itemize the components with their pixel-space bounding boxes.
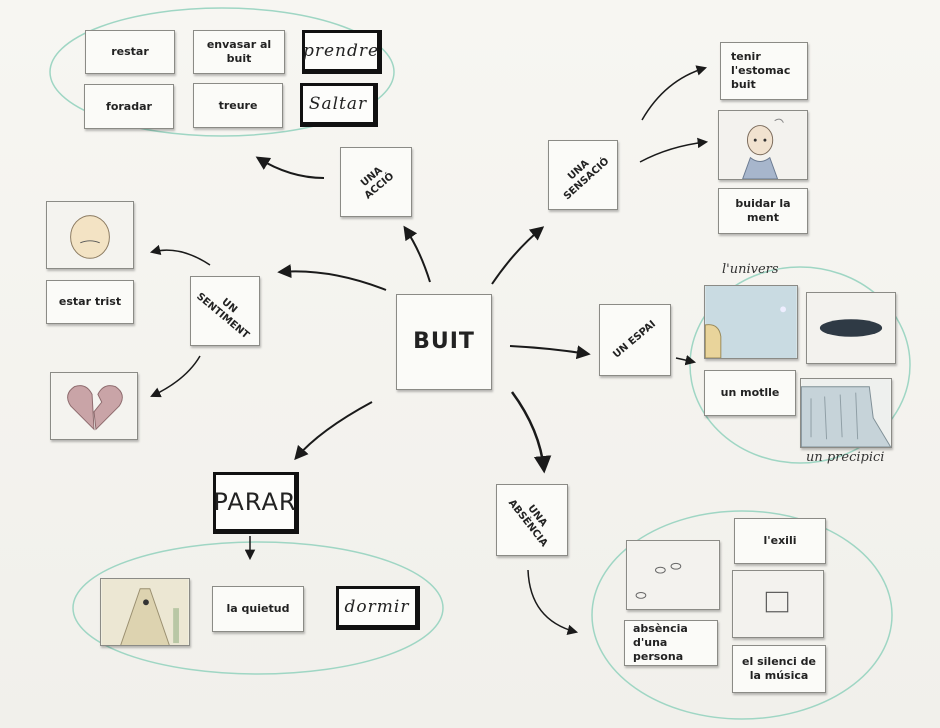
absencia-card-label: absència d'una persona bbox=[633, 622, 688, 663]
category-accio: UNA ACCIÓ bbox=[340, 147, 412, 217]
sensacio-card-label: buidar la ment bbox=[735, 197, 791, 224]
espai-picture-univers bbox=[704, 285, 798, 359]
arrow-sentiment-head bbox=[149, 244, 211, 266]
arrow-sensacio-picture bbox=[639, 137, 709, 163]
parar-picture-street bbox=[100, 578, 190, 646]
arrow-buit-sentiment bbox=[277, 264, 387, 291]
category-absencia: UNA ABSÈNCIA bbox=[496, 484, 568, 556]
espai-label-univers: l'univers bbox=[722, 262, 779, 277]
sensacio-card-ment: buidar la ment bbox=[718, 188, 808, 234]
accio-card-label: envasar al buit bbox=[206, 38, 272, 65]
parar-card-label: dormir bbox=[344, 597, 410, 617]
arrow-accio-cluster bbox=[255, 156, 325, 179]
center-card: BUIT bbox=[396, 294, 492, 390]
absencia-card-exili: l'exili bbox=[734, 518, 826, 564]
category-sensacio-label: UNA SENSACIÓ bbox=[561, 155, 612, 203]
empty-frame-illustration bbox=[733, 571, 823, 637]
footprints-illustration bbox=[627, 541, 719, 609]
accio-card-saltar: Saltar bbox=[300, 83, 378, 127]
parar-card: PARAR bbox=[213, 472, 299, 534]
category-sensacio: UNA SENSACIÓ bbox=[548, 140, 618, 210]
sentiment-picture-broken-heart bbox=[50, 372, 138, 440]
espai-label-precipici: un precipici bbox=[806, 450, 885, 465]
category-espai: UN ESPAI bbox=[599, 304, 671, 376]
absencia-card-label: el silenci de la música bbox=[742, 655, 816, 682]
accio-card-label: restar bbox=[111, 45, 149, 58]
espai-card-label: un motlle bbox=[720, 386, 780, 399]
parar-card-quietud: la quietud bbox=[212, 586, 304, 632]
accio-card-label: prendre bbox=[302, 41, 380, 61]
head-illustration bbox=[47, 202, 133, 268]
category-espai-label: UN ESPAI bbox=[611, 318, 659, 361]
absencia-card-persona: absència d'una persona bbox=[624, 620, 718, 666]
absencia-card-silenci: el silenci de la música bbox=[732, 645, 826, 693]
espai-picture-precipici bbox=[800, 378, 892, 448]
accio-card-foradar: foradar bbox=[84, 84, 174, 129]
sentiment-card-estar-trist: estar trist bbox=[46, 280, 134, 324]
cliff-illustration bbox=[801, 379, 891, 447]
universe-illustration bbox=[705, 286, 797, 358]
accio-card-prendre: prendre bbox=[302, 30, 382, 74]
arrow-sensacio-estomac bbox=[641, 65, 708, 121]
arrow-espai-cluster bbox=[675, 355, 697, 366]
broken-heart-illustration bbox=[51, 373, 137, 439]
sentiment-picture-head bbox=[46, 201, 134, 269]
arrow-absencia-cluster bbox=[527, 569, 579, 635]
espai-card-motlle: un motlle bbox=[704, 370, 796, 416]
sensacio-card-label: tenir l'estomac buit bbox=[731, 50, 791, 91]
arrow-buit-accio bbox=[403, 225, 431, 283]
arrow-buit-absencia bbox=[510, 391, 552, 474]
hole-illustration bbox=[807, 293, 895, 363]
arrow-buit-parar bbox=[294, 401, 373, 461]
street-illustration bbox=[101, 579, 189, 645]
center-label: BUIT bbox=[413, 329, 475, 354]
absencia-card-label: l'exili bbox=[763, 534, 797, 547]
sensacio-picture-bald-man bbox=[718, 110, 808, 180]
accio-card-label: Saltar bbox=[308, 94, 368, 114]
parar-card-label: la quietud bbox=[226, 602, 290, 615]
parar-title: PARAR bbox=[213, 488, 297, 516]
category-sentiment: UN SENTIMENT bbox=[190, 276, 260, 346]
category-absencia-label: UNA ABSÈNCIA bbox=[505, 497, 550, 550]
accio-card-envasar: envasar al buit bbox=[193, 30, 285, 74]
accio-card-treure: treure bbox=[193, 83, 283, 128]
arrow-buit-sensacio bbox=[491, 226, 545, 285]
espai-picture-forat bbox=[806, 292, 896, 364]
bald-man-illustration bbox=[719, 111, 807, 179]
category-accio-label: UNA ACCIÓ bbox=[358, 165, 397, 202]
sentiment-card-label: estar trist bbox=[58, 295, 122, 308]
accio-card-restar: restar bbox=[85, 30, 175, 74]
accio-card-label: treure bbox=[218, 98, 258, 112]
absencia-picture-footprints bbox=[626, 540, 720, 610]
sensacio-card-estomac: tenir l'estomac buit bbox=[720, 42, 808, 100]
parar-card-dormir: dormir bbox=[336, 586, 420, 630]
arrow-buit-espai bbox=[509, 345, 591, 360]
accio-card-label: foradar bbox=[106, 99, 152, 113]
absencia-picture-frame bbox=[732, 570, 824, 638]
arrow-sentiment-heart bbox=[150, 355, 201, 398]
category-sentiment-label: UN SENTIMENT bbox=[194, 291, 251, 342]
